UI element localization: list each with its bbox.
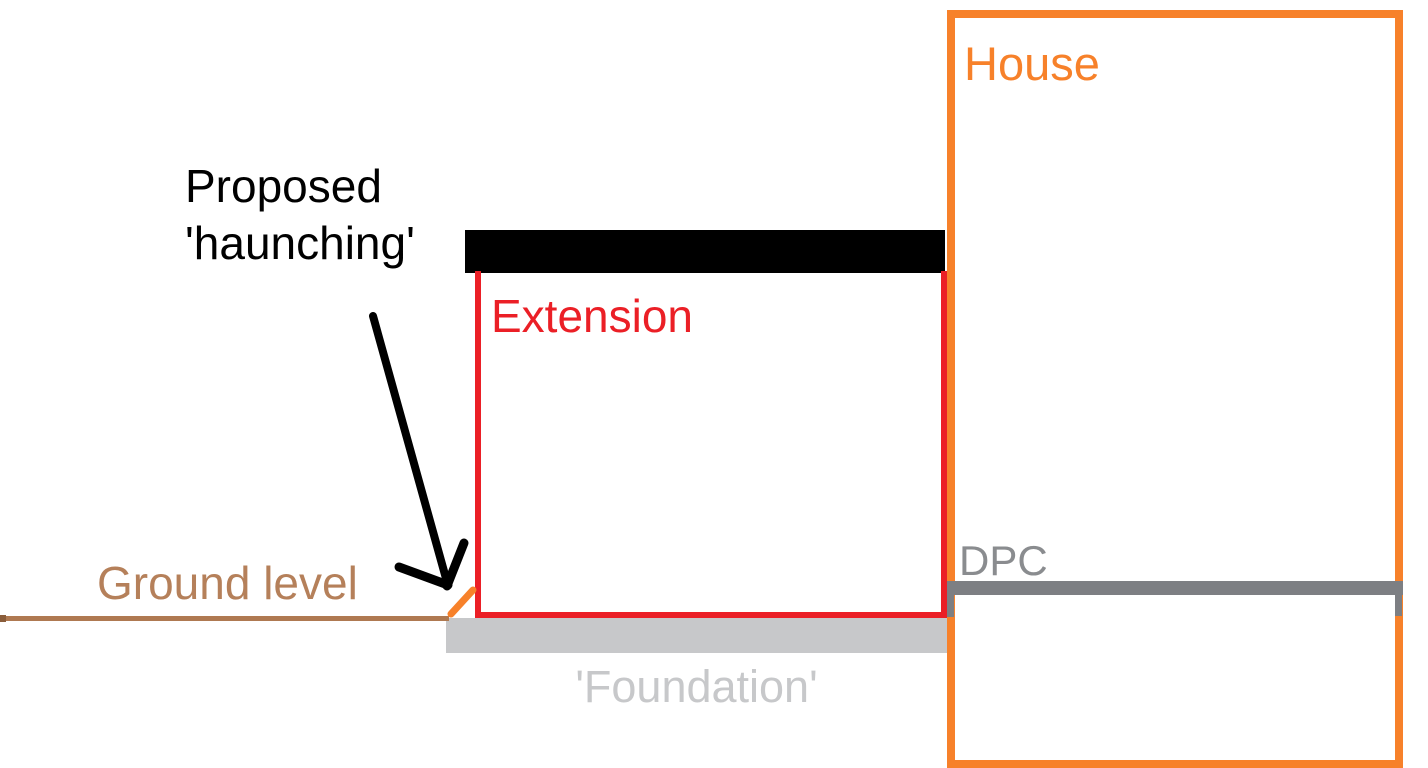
house-label: House: [964, 37, 1100, 90]
wall-capping-bar: [465, 230, 945, 273]
dpc-end-tab-left: [947, 595, 954, 617]
dpc-label: DPC: [959, 537, 1048, 584]
house-outline: [947, 10, 1403, 768]
haunching-annotation: Proposed 'haunching': [185, 158, 415, 272]
dpc-bar: [947, 581, 1403, 595]
dpc-end-tab-right: [1395, 595, 1402, 616]
haunching-annotation-line1: Proposed: [185, 160, 382, 212]
haunching-arrow: [369, 312, 469, 591]
haunching-annotation-line2: 'haunching': [185, 217, 415, 269]
ground-line: [0, 616, 449, 621]
foundation-slab: [446, 618, 947, 653]
ground-level-label: Ground level: [97, 557, 358, 609]
foundation-label: 'Foundation': [575, 661, 818, 712]
extension-outline: [475, 271, 947, 618]
extension-label: Extension: [491, 290, 694, 342]
ground-line-end-cap: [0, 615, 6, 622]
haunching-stroke: [447, 586, 477, 618]
